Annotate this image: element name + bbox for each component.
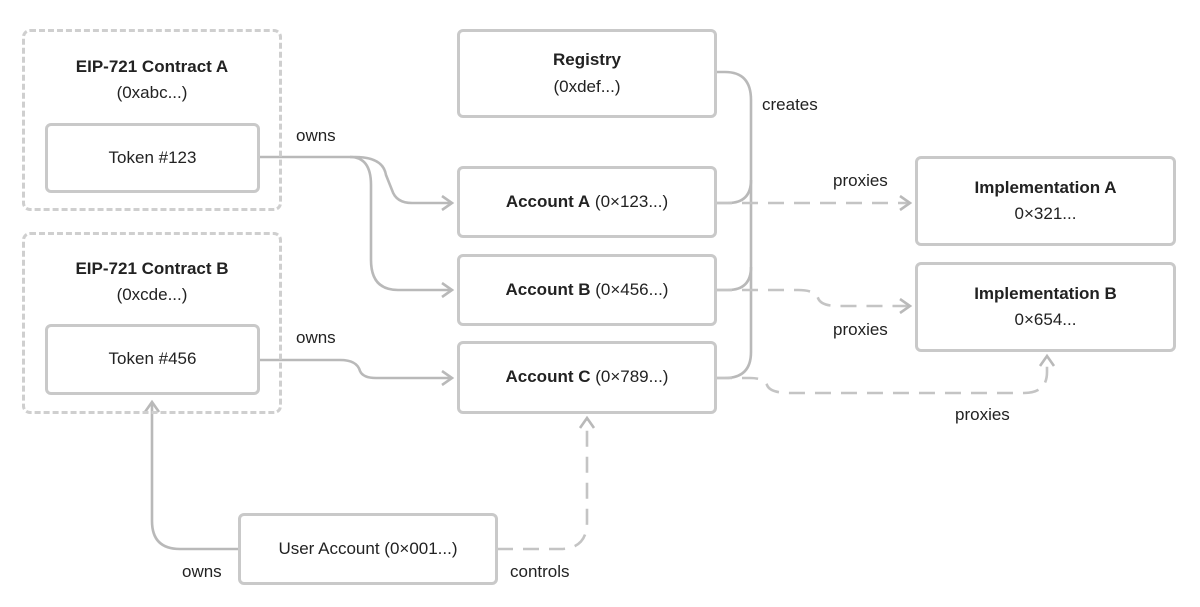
- account-a-name: Account A: [505, 191, 591, 211]
- user-account-node[interactable]: User Account (0×001...): [238, 513, 498, 585]
- edge-user-owns-token456: [152, 402, 239, 551]
- contract-b-title: EIP-721 Contract B: [75, 259, 229, 278]
- contract-a-title: EIP-721 Contract A: [75, 57, 229, 76]
- implementation-a-node[interactable]: Implementation A 0×321...: [915, 156, 1176, 246]
- contract-a-label: EIP-721 Contract A (0xabc...): [22, 54, 282, 105]
- token-456-label: Token #456: [108, 349, 197, 369]
- account-b-address: (0×456...): [595, 279, 669, 299]
- edge-label-creates: creates: [762, 95, 818, 114]
- token-123-label: Token #123: [108, 147, 197, 167]
- contract-b-label: EIP-721 Contract B (0xcde...): [22, 256, 282, 307]
- contract-a-group: [22, 29, 282, 211]
- account-c-name: Account C: [505, 367, 591, 387]
- registry-title: Registry: [552, 50, 622, 70]
- edge-label-proxies-b: proxies: [833, 320, 888, 339]
- contract-b-group: [22, 232, 282, 414]
- edge-label-controls: controls: [510, 562, 570, 581]
- contract-a-address: (0xabc...): [116, 82, 188, 102]
- edge-user-controls-account-c: [497, 418, 587, 551]
- account-a-address: (0×123...): [594, 191, 669, 211]
- edge-account-b-proxies-impl-b: [716, 288, 910, 306]
- account-b-name: Account B: [505, 279, 591, 299]
- edge-label-owns-mid: owns: [296, 328, 336, 347]
- edge-token123-account-b: [349, 155, 452, 290]
- registry-node[interactable]: Registry (0xdef...): [457, 29, 717, 118]
- edge-label-owns-user: owns: [182, 562, 222, 581]
- edge-registry-account-a: [716, 179, 753, 205]
- registry-address: (0xdef...): [553, 76, 621, 96]
- edge-registry-creates: [716, 70, 753, 380]
- edge-token456-account-c: [260, 358, 452, 378]
- implementation-b-address: 0×654...: [1014, 310, 1077, 329]
- token-123-node[interactable]: Token #123: [45, 123, 260, 193]
- account-c-address: (0×789...): [595, 367, 669, 387]
- implementation-a-address: 0×321...: [1014, 204, 1077, 223]
- edge-label-owns-top: owns: [296, 126, 336, 145]
- token-456-node[interactable]: Token #456: [45, 324, 260, 395]
- implementation-b-title: Implementation B: [974, 283, 1117, 303]
- user-account-label: User Account (0×001...): [278, 538, 458, 558]
- account-c-node[interactable]: Account C (0×789...): [457, 341, 717, 414]
- edge-label-proxies-a: proxies: [833, 171, 888, 190]
- account-a-node[interactable]: Account A (0×123...): [457, 166, 717, 238]
- implementation-b-node[interactable]: Implementation B 0×654...: [915, 262, 1176, 352]
- contract-b-address: (0xcde...): [116, 284, 188, 304]
- implementation-a-title: Implementation A: [974, 177, 1117, 197]
- account-b-node[interactable]: Account B (0×456...): [457, 254, 717, 326]
- edge-registry-account-b: [716, 266, 753, 292]
- edge-account-c-proxies-impl-b: [716, 356, 1047, 395]
- edge-token123-account-a: [260, 155, 452, 203]
- edge-label-proxies-c: proxies: [955, 405, 1010, 424]
